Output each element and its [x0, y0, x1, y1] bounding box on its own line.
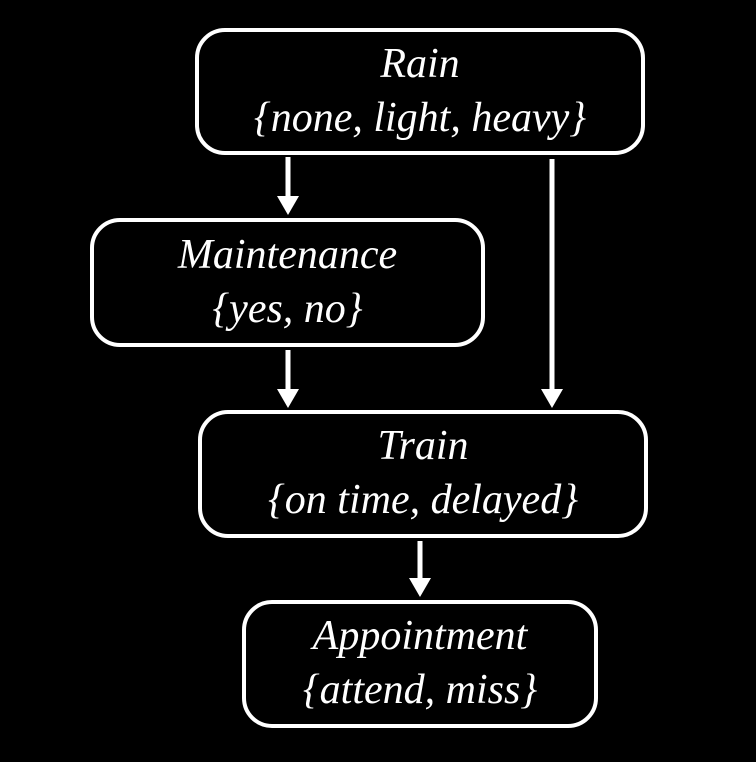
node-train: Train {on time, delayed} [198, 410, 648, 538]
node-maintenance-values: {yes, no} [212, 285, 363, 332]
node-appointment: Appointment {attend, miss} [242, 600, 598, 728]
node-maintenance-title: Maintenance [177, 231, 398, 278]
edge-rain-to-train [541, 159, 563, 408]
node-train-values: {on time, delayed} [268, 477, 578, 523]
edge-rain-to-maintenance [277, 157, 299, 215]
node-rain-title: Rain [380, 40, 460, 87]
node-train-title: Train [377, 423, 469, 470]
node-appointment-values: {attend, miss} [302, 667, 538, 713]
node-maintenance: Maintenance {yes, no} [90, 218, 485, 347]
edge-maintenance-to-train [277, 350, 299, 408]
node-appointment-title: Appointment [312, 613, 528, 660]
node-rain: Rain {none, light, heavy} [195, 28, 645, 155]
node-rain-values: {none, light, heavy} [253, 94, 587, 141]
edge-train-to-appointment [409, 541, 431, 597]
